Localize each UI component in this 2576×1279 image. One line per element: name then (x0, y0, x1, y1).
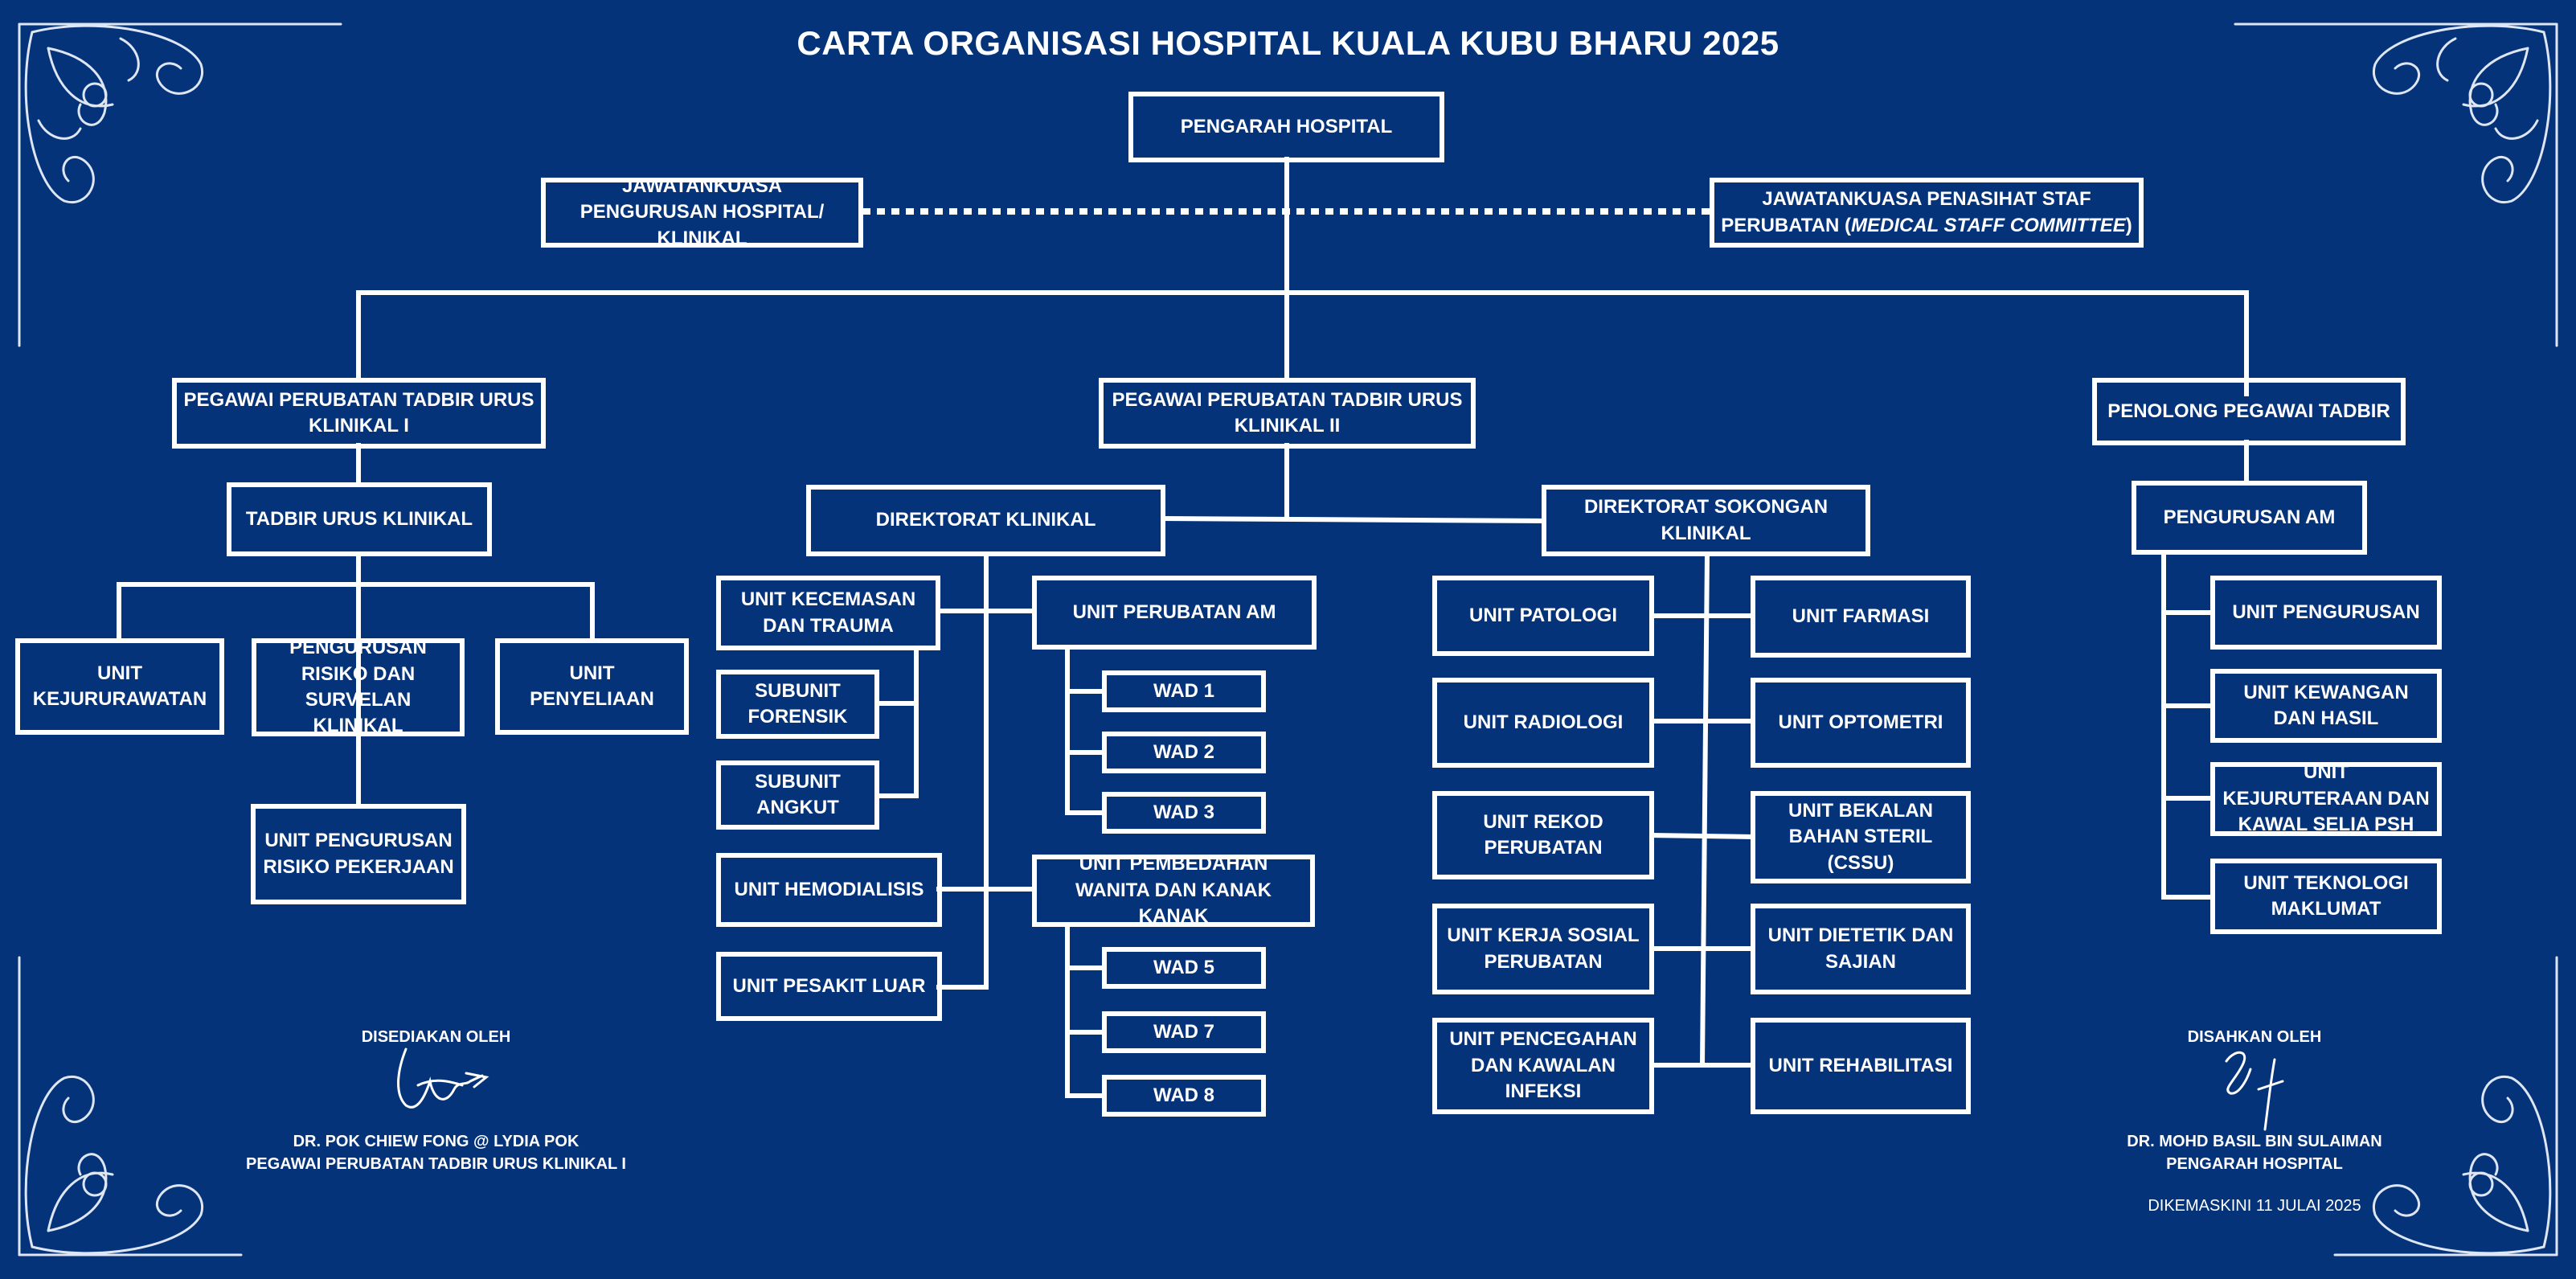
node-ppt-klinikal-1: PEGAWAI PERUBATAN TADBIR URUS KLINIKAL I (172, 378, 546, 449)
signature-approved (2225, 1051, 2284, 1131)
node-unit-perubatan-am: UNIT PERUBATAN AM (1032, 576, 1317, 650)
node-unit-hemodialisis: UNIT HEMODIALISIS (716, 853, 942, 927)
node-unit-rehabilitasi: UNIT REHABILITASI (1751, 1018, 1971, 1114)
node-unit-pencegahan: UNIT PENCEGAHAN DAN KAWALAN INFEKSI (1432, 1018, 1654, 1114)
node-unit-kewangan: UNIT KEWANGAN DAN HASIL (2210, 669, 2442, 743)
node-unit-kecemasan: UNIT KECEMASAN DAN TRAUMA (716, 576, 940, 650)
node-direktorat-sokongan: DIREKTORAT SOKONGAN KLINIKAL (1542, 485, 1870, 556)
node-jawatankuasa-penasihat: JAWATANKUASA PENASIHAT STAF PERUBATAN (M… (1710, 178, 2144, 248)
prepared-by-role: PEGAWAI PERUBATAN TADBIR URUS KLINIKAL I (246, 1155, 626, 1173)
jk-penasihat-italic: MEDICAL STAFF COMMITTEE (1851, 214, 2126, 236)
corner-ornaments (18, 23, 2558, 1256)
approved-by-label: DISAHKAN OLEH (2187, 1028, 2322, 1046)
node-unit-dietetik: UNIT DIETETIK DAN SAJIAN (1751, 904, 1971, 994)
node-wad-5: WAD 5 (1102, 947, 1266, 989)
node-wad-2: WAD 2 (1102, 732, 1266, 773)
ornament-bottom-left (18, 956, 243, 1256)
node-tadbir-urus-klinikal: TADBIR URUS KLINIKAL (227, 482, 492, 556)
node-pengurusan-am: PENGURUSAN AM (2132, 481, 2367, 555)
node-wad-1: WAD 1 (1102, 670, 1266, 712)
node-unit-pesakit-luar: UNIT PESAKIT LUAR (716, 952, 942, 1021)
node-wad-7: WAD 7 (1102, 1011, 1266, 1053)
node-unit-kerja-sosial: UNIT KERJA SOSIAL PERUBATAN (1432, 904, 1654, 994)
signature-prepared (397, 1047, 489, 1109)
node-wad-3: WAD 3 (1102, 792, 1266, 834)
node-jawatankuasa-pengurusan: JAWATANKUASA PENGURUSAN HOSPITAL/ KLINIK… (541, 175, 863, 249)
prepared-by-label: DISEDIAKAN OLEH (361, 1028, 511, 1046)
node-unit-rekod-perubatan: UNIT REKOD PERUBATAN (1432, 791, 1654, 879)
ornament-bottom-right (2333, 956, 2558, 1256)
approved-by-name: DR. MOHD BASIL BIN SULAIMAN (2127, 1133, 2382, 1150)
jk-penasihat-suffix: ) (2125, 214, 2132, 236)
node-unit-optometri: UNIT OPTOMETRI (1751, 678, 1971, 768)
chart-title: CARTA ORGANISASI HOSPITAL KUALA KUBU BHA… (797, 24, 1779, 62)
node-wad-8: WAD 8 (1102, 1075, 1266, 1117)
node-unit-pembedahan: UNIT PEMBEDAHAN WANITA DAN KANAK KANAK (1032, 853, 1315, 927)
node-unit-bekalan: UNIT BEKALAN BAHAN STERIL (CSSU) (1751, 791, 1971, 883)
node-subunit-angkut: SUBUNIT ANGKUT (716, 760, 879, 830)
node-unit-penyeliaan: UNIT PENYELIAAN (495, 638, 689, 735)
prepared-by-name: DR. POK CHIEW FONG @ LYDIA POK (293, 1133, 579, 1150)
node-unit-kejururawatan: UNIT KEJURURAWATAN (15, 638, 224, 735)
node-penolong-pegawai-tadbir: PENOLONG PEGAWAI TADBIR (2092, 378, 2406, 445)
ornament-top-right (2234, 23, 2558, 347)
node-unit-radiologi: UNIT RADIOLOGI (1432, 678, 1654, 768)
node-unit-teknologi: UNIT TEKNOLOGI MAKLUMAT (2210, 859, 2442, 934)
node-unit-risiko-pekerjaan: UNIT PENGURUSAN RISIKO PEKERJAAN (251, 804, 466, 904)
node-subunit-forensik: SUBUNIT FORENSIK (716, 670, 879, 739)
node-direktorat-klinikal: DIREKTORAT KLINIKAL (806, 485, 1165, 556)
node-pengarah-hospital: PENGARAH HOSPITAL (1128, 92, 1444, 162)
ornament-top-left (18, 23, 342, 347)
node-ppt-klinikal-2: PEGAWAI PERUBATAN TADBIR URUS KLINIKAL I… (1099, 378, 1476, 449)
updated-date: DIKEMASKINI 11 JULAI 2025 (2148, 1197, 2361, 1215)
jk-penasihat-prefix: JAWATANKUASA PENASIHAT STAF PERUBATAN ( (1721, 188, 2091, 236)
node-unit-farmasi: UNIT FARMASI (1751, 576, 1971, 658)
node-unit-kejuruteraan: UNIT KEJURUTERAAN DAN KAWAL SELIA PSH (2210, 761, 2442, 836)
node-unit-pengurusan: UNIT PENGURUSAN (2210, 576, 2442, 650)
approved-by-role: PENGARAH HOSPITAL (2166, 1155, 2343, 1173)
node-pengurusan-risiko: PENGURUSAN RISIKO DAN SURVELAN KLINIKAL (252, 637, 465, 736)
node-unit-patologi: UNIT PATOLOGI (1432, 576, 1654, 656)
